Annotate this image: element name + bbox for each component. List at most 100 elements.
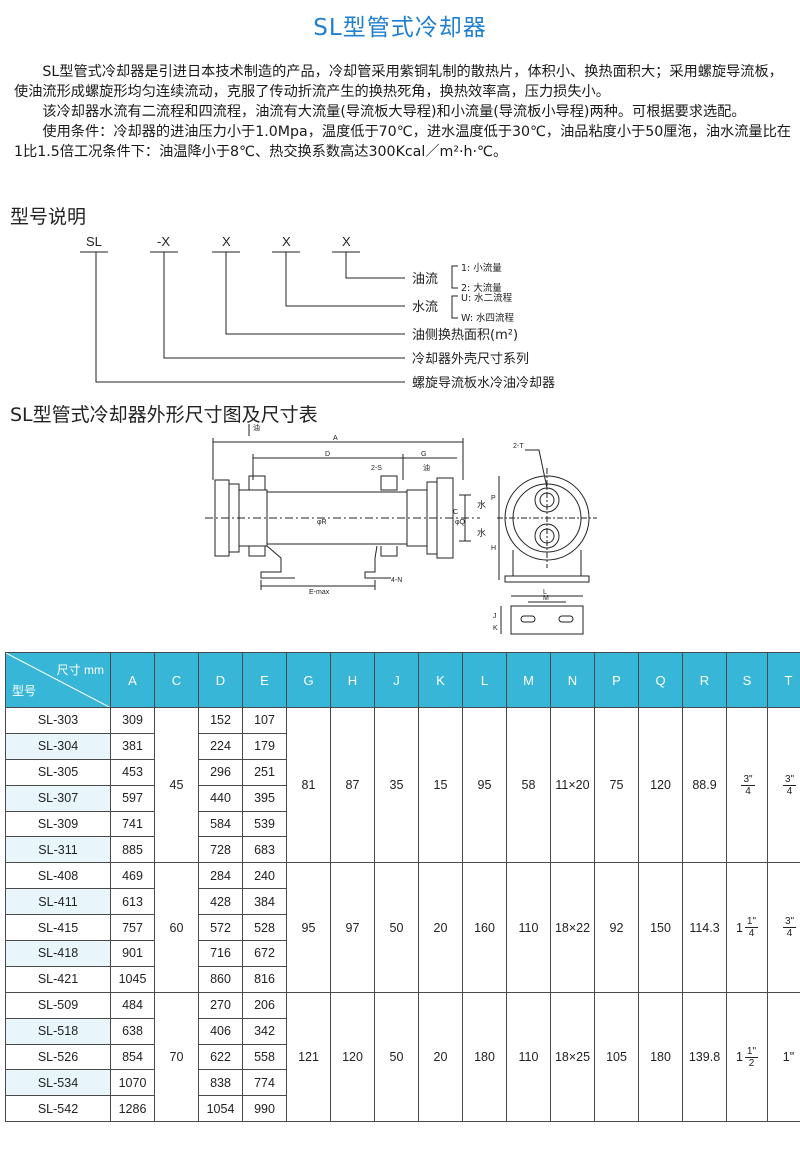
cell-m: 58 [506,706,551,864]
thread-whole: 1 [735,1050,743,1065]
cell-d: 584 [198,810,243,838]
dim-k-label: K [493,625,498,632]
col-header-n: N [550,652,595,708]
cell-a: 453 [110,758,155,786]
corner-diagonal [6,653,110,707]
col-header-j: J [374,652,419,708]
code-part-area: X [222,234,231,249]
cell-r: 139.8 [682,991,727,1123]
cell-a: 309 [110,707,155,734]
oil-inlet-label: 油 [253,423,260,432]
cell-e: 342 [242,1017,287,1045]
col-header-k: K [418,652,463,708]
dim-c-label: C [453,509,458,516]
col-header-a: A [110,652,155,708]
cell-p: 75 [594,706,639,864]
cell-d: 406 [198,1017,243,1045]
col-header-r: R [682,652,727,708]
cell-a: 484 [110,991,155,1019]
col-header-q: Q [638,652,683,708]
cell-n: 18×22 [550,862,595,993]
dim-a-label: A [333,435,338,442]
cell-model: SL-526 [5,1043,111,1071]
oil-flow-label: 油流 [412,272,438,287]
cell-model: SL-309 [5,810,111,838]
cell-model: SL-411 [5,888,111,916]
cell-a: 469 [110,862,155,890]
thread-size: 3"4 [781,774,797,797]
cell-j: 50 [374,862,419,993]
cell-g: 121 [286,991,331,1123]
intro-paragraph-3: 使用条件：冷却器的进油压力小于1.0Mpa，温度低于70℃，进水温度低于30℃，… [14,124,791,160]
cell-n: 11×20 [550,706,595,864]
fraction-denominator: 2 [748,1057,755,1069]
col-header-l: L [462,652,507,708]
fraction-denominator: 4 [786,785,793,797]
thread-fraction: 1"4 [744,916,759,939]
cell-g: 95 [286,862,331,993]
water-option-four-pass: W: 水四流程 [461,312,515,324]
table-header-row: 尺寸 mm 型号 A C D E G H J K L M N P Q R S T [5,652,800,708]
cell-a: 1286 [110,1095,155,1123]
cell-n: 18×25 [550,991,595,1123]
cell-model: SL-534 [5,1069,111,1097]
cell-h: 97 [330,862,375,993]
cell-model: SL-408 [5,862,111,890]
water-option-two-pass: U: 水二流程 [461,292,513,304]
dim-phiq-label: φQ [455,519,466,526]
water-label-top: 水 [477,499,486,511]
dim-emax-label: E-max [309,589,330,596]
cell-a: 597 [110,784,155,812]
oil-option-large: 2: 大流量 [461,282,502,294]
cell-model: SL-305 [5,758,111,786]
cell-e: 384 [242,888,287,916]
cell-model: SL-303 [5,707,111,734]
header-model-label: 型号 [12,684,37,698]
cell-a: 1070 [110,1069,155,1097]
cell-e: 240 [242,862,287,890]
col-header-h: H [330,652,375,708]
cell-r: 114.3 [682,862,727,993]
cell-e: 107 [242,707,287,734]
dim-2t-label: 2-T [513,443,524,450]
fraction-denominator: 4 [745,785,751,797]
fraction-numerator: 3" [782,916,797,929]
cell-a: 885 [110,836,155,864]
cell-d: 284 [198,862,243,890]
fraction-denominator: 4 [786,928,793,940]
cell-j: 35 [374,706,419,864]
oil-outlet-label: 油 [423,463,430,472]
cell-e: 539 [242,810,287,838]
cell-q: 150 [638,862,683,993]
cell-d: 860 [198,965,243,993]
dim-p-label: P [491,495,496,502]
shell-size-label: 冷却器外壳尺寸系列 [412,352,529,367]
cell-e: 206 [242,991,287,1019]
thread-fraction: 3"4 [741,774,755,797]
cell-a: 901 [110,940,155,967]
oil-option-small: 1: 小流量 [461,262,502,274]
thread-size: 3"4 [739,774,755,797]
col-header-c: C [154,652,199,708]
col-header-s: S [726,652,768,708]
cell-p: 105 [594,991,639,1123]
dim-m-label: M [543,595,549,602]
cell-d: 572 [198,914,243,942]
cell-a: 613 [110,888,155,916]
intro-paragraph-1: SL型管式冷却器是引进日本技术制造的产品，冷却管采用紫铜轧制的散热片，体积小、换… [14,64,783,100]
cell-t: 3"4 [767,862,800,993]
cell-q: 120 [638,706,683,864]
col-header-m: M [506,652,551,708]
dim-j-label: J [493,613,497,620]
cell-e: 683 [242,836,287,864]
area-label: 油侧换热面积(m²) [412,328,518,343]
cell-l: 180 [462,991,507,1123]
cell-d: 270 [198,991,243,1019]
